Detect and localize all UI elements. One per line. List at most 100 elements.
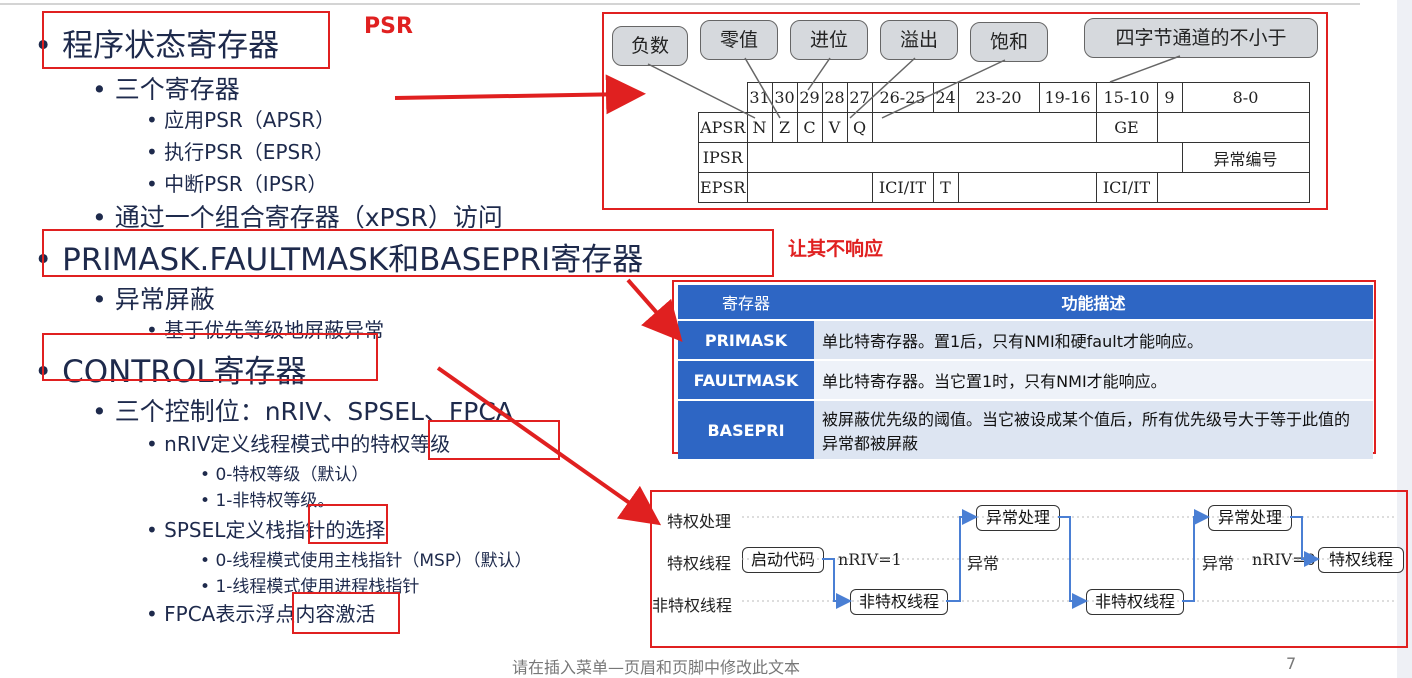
bullet-fpca: • FPCA表示浮点内容激活 xyxy=(146,602,376,626)
pointer-negative xyxy=(647,63,756,119)
psr-cell: ICI/IT xyxy=(871,172,934,203)
reg-header-desc: 功能描述 xyxy=(814,285,1373,320)
bullet-psr: • 程序状态寄存器 xyxy=(34,28,280,64)
mode-diagram-frame xyxy=(650,490,1408,648)
reg-desc: 单比特寄存器。当它置1时，只有NMI才能响应。 xyxy=(814,359,1373,400)
apsr-text: 应用PSR（APSR） xyxy=(164,108,336,132)
mask-annotation: 让其不响应 xyxy=(788,238,884,260)
bullet-nriv0: • 0-特权等级（默认） xyxy=(200,465,369,485)
spsel0-text: 0-线程模式使用主栈指针（MSP）（默认） xyxy=(215,551,532,571)
bullet-nriv: • nRIV定义线程模式中的特权等级 xyxy=(146,432,451,456)
pointer-ge xyxy=(1109,55,1181,83)
psr-cell: Z xyxy=(771,112,798,143)
bullet-psr-three: • 三个寄存器 xyxy=(92,75,240,104)
bullet-spsel: • SPSEL定义栈指针的选择 xyxy=(146,518,386,542)
control-title: CONTROL寄存器 xyxy=(62,354,307,390)
mask-sub-text: 异常屏蔽 xyxy=(114,285,215,314)
top-divider xyxy=(0,3,1360,5)
psr-header-cell xyxy=(698,82,748,113)
page-number: 7 xyxy=(1286,654,1297,673)
row-label-priv-thread: 特权线程 xyxy=(667,554,732,573)
reg-header-name: 寄存器 xyxy=(678,285,814,320)
spsel-text: SPSEL定义栈指针的选择 xyxy=(164,518,386,542)
bubble-overflow: 溢出 xyxy=(880,20,958,60)
fpca-text: FPCA表示浮点内容激活 xyxy=(164,602,376,626)
mask-title: PRIMASK.FAULTMASK和BASEPRI寄存器 xyxy=(62,242,644,278)
psr-bit-table: 31 30 29 28 27 26-25 24 23-20 19-16 15-1… xyxy=(698,82,1310,203)
highlight-float xyxy=(292,592,400,634)
highlight-stack-pointer xyxy=(308,504,388,544)
bullet-spsel0: • 0-线程模式使用主栈指针（MSP）（默认） xyxy=(200,551,532,571)
nriv1-text: 1-非特权等级。 xyxy=(215,491,335,511)
pointer-saturate xyxy=(881,59,1006,119)
psr-cell: EPSR xyxy=(698,172,748,203)
nriv-text: nRIV定义线程模式中的特权等级 xyxy=(164,432,451,456)
psr-cell: ICI/IT xyxy=(1095,172,1158,203)
bullet-nriv1: • 1-非特权等级。 xyxy=(200,491,335,511)
mask-register-table: 寄存器 功能描述 PRIMASK 单比特寄存器。置1后，只有NMI和硬fault… xyxy=(678,285,1373,459)
xpsr-text: 通过一个组合寄存器（xPSR）访问 xyxy=(114,203,503,232)
psr-epsr-row: EPSR ICI/IT T ICI/IT xyxy=(698,172,1310,203)
reg-desc: 单比特寄存器。置1后，只有NMI和硬fault才能响应。 xyxy=(814,319,1373,360)
nriv0-text: 0-特权等级（默认） xyxy=(215,465,369,485)
bubble-saturate: 饱和 xyxy=(970,22,1048,62)
psr-cell: C xyxy=(796,112,823,143)
ipsr-text: 中断PSR（IPSR） xyxy=(164,172,328,196)
psr-cell xyxy=(1156,172,1310,203)
epsr-text: 执行PSR（EPSR） xyxy=(164,140,335,164)
box-priv-thread: 特权线程 xyxy=(1318,547,1404,573)
psr-annotation: PSR xyxy=(364,14,413,39)
psr-header-cell: 8-0 xyxy=(1181,82,1310,113)
psr-ipsr-row: IPSR 异常编号 xyxy=(698,142,1310,173)
psr-header-cell: 30 xyxy=(771,82,798,113)
reg-name: FAULTMASK xyxy=(678,359,814,400)
bubble-pointers xyxy=(647,55,1181,119)
label-exception-2: 异常 xyxy=(1202,554,1235,573)
arrow-control xyxy=(436,366,662,526)
lane-lines xyxy=(742,516,1395,602)
box-handler-2: 异常处理 xyxy=(1208,505,1292,531)
highlight-control-title xyxy=(42,333,378,381)
psr-cell xyxy=(957,172,1097,203)
bubble-negative: 负数 xyxy=(612,26,688,66)
psr-cell: IPSR xyxy=(698,142,748,173)
bullet-epsr: • 执行PSR（EPSR） xyxy=(146,140,335,164)
psr-title: 程序状态寄存器 xyxy=(62,28,280,64)
highlight-mask-title xyxy=(42,229,774,277)
row-label-handler: 特权处理 xyxy=(667,512,732,531)
arrow-mask xyxy=(626,278,683,343)
right-scroll-area[interactable] xyxy=(1397,0,1412,678)
psr-cell: T xyxy=(932,172,959,203)
pointer-carry xyxy=(807,57,831,91)
psr-cell xyxy=(746,142,1183,173)
highlight-psr-title xyxy=(42,11,330,69)
psr-three-text: 三个寄存器 xyxy=(114,75,240,104)
row-label-unpriv-thread: 非特权线程 xyxy=(652,596,733,615)
highlight-privilege xyxy=(428,420,560,460)
pointer-overflow xyxy=(849,57,916,119)
bullet-mask-sub: • 异常屏蔽 xyxy=(92,285,215,314)
reg-row-basepri: BASEPRI 被屏蔽优先级的阈值。当它被设成某个值后，所有优先级号大于等于此值… xyxy=(678,399,1373,459)
pointer-zero xyxy=(744,57,781,119)
bubble-zero: 零值 xyxy=(700,20,778,60)
psr-header-cell: 24 xyxy=(932,82,959,113)
bubble-ge: 四字节通道的不小于 xyxy=(1084,18,1318,58)
box-handler-1: 异常处理 xyxy=(976,505,1060,531)
bullet-xpsr: • 通过一个组合寄存器（xPSR）访问 xyxy=(92,203,503,232)
label-nriv1: nRIV=1 xyxy=(838,550,902,569)
reg-desc: 被屏蔽优先级的阈值。当它被设成某个值后，所有优先级号大于等于此值的异常都被屏蔽 xyxy=(814,399,1373,459)
bubble-carry: 进位 xyxy=(790,20,868,60)
arrow-psr xyxy=(394,74,646,115)
bullet-apsr: • 应用PSR（APSR） xyxy=(146,108,336,132)
psr-cell xyxy=(1156,112,1310,143)
psr-cell xyxy=(746,172,873,203)
psr-cell: 异常编号 xyxy=(1181,142,1310,173)
psr-cell: GE xyxy=(1095,112,1158,143)
bullet-mask-sub2: • 基于优先等级地屏蔽异常 xyxy=(146,318,385,342)
reg-row-primask: PRIMASK 单比特寄存器。置1后，只有NMI和硬fault才能响应。 xyxy=(678,319,1373,360)
transition-paths xyxy=(822,509,1320,609)
psr-header-cell: 23-20 xyxy=(957,82,1040,113)
label-exception-1: 异常 xyxy=(967,554,1000,573)
reg-row-faultmask: FAULTMASK 单比特寄存器。当它置1时，只有NMI才能响应。 xyxy=(678,359,1373,400)
